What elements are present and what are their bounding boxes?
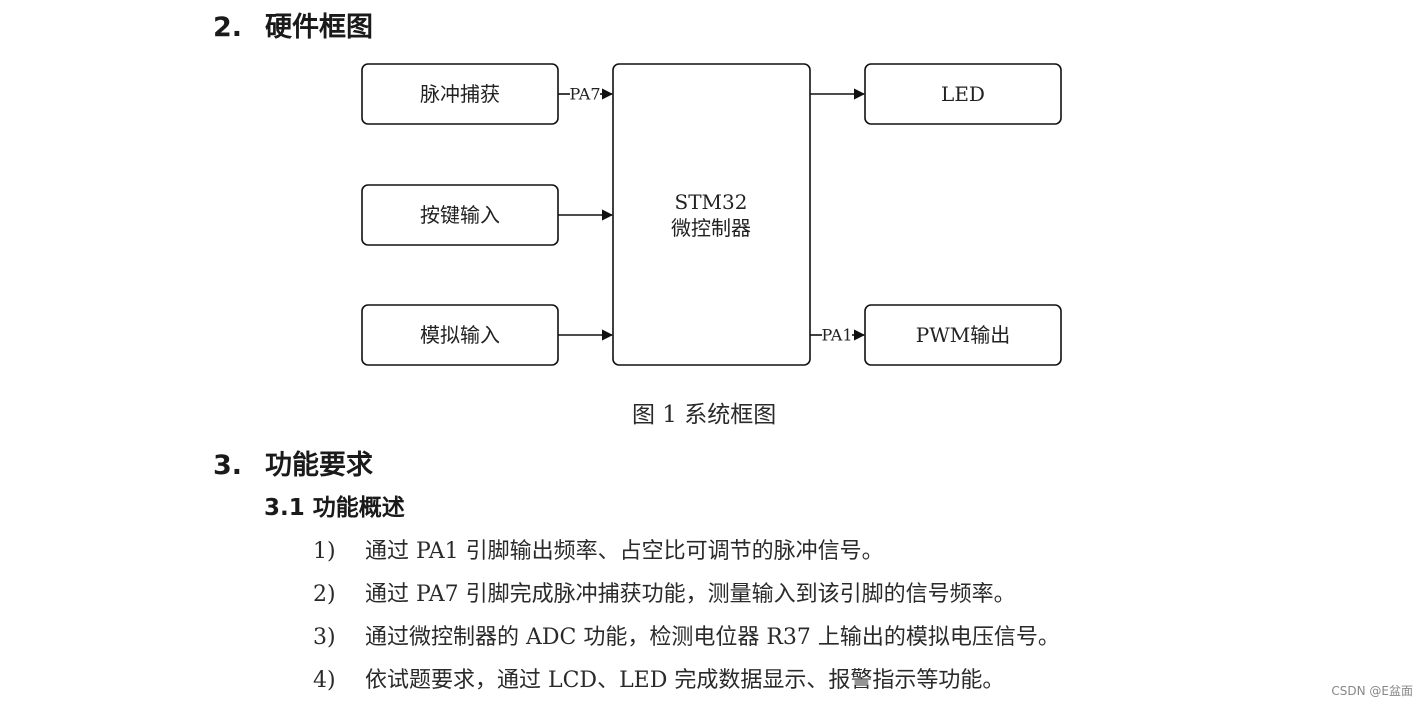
section-3-title: 功能要求 <box>265 450 373 481</box>
list-item-index: 2) <box>313 582 336 607</box>
subsection-title: 功能概述 <box>312 495 405 521</box>
list-item-text: 通过 PA7 引脚完成脉冲捕获功能，测量输入到该引脚的信号频率。 <box>365 582 1016 607</box>
figure-caption: 图 1 系统框图 <box>632 402 777 428</box>
led-label: LED <box>941 82 985 106</box>
list-item: 4) 依试题要求，通过 LCD、LED 完成数据显示、报警指示等功能。 <box>313 667 1004 695</box>
list-item-text: 依试题要求，通过 LCD、LED 完成数据显示、报警指示等功能。 <box>365 668 1005 693</box>
mcu-label-line2: 微控制器 <box>671 216 751 240</box>
watermark: CSDN @E盆面 <box>1331 684 1413 698</box>
pulse-capture-label: 脉冲捕获 <box>420 82 500 106</box>
pa1-pin-label: PA1 <box>821 326 852 345</box>
mcu-block <box>612 63 811 366</box>
section-2-title: 硬件框图 <box>265 12 373 43</box>
section-3-number: 3. <box>213 450 243 481</box>
list-item-index: 3) <box>313 625 336 650</box>
list-item-index: 4) <box>313 668 336 693</box>
pwm-output-label: PWM输出 <box>916 323 1011 347</box>
list-item: 3) 通过微控制器的 ADC 功能，检测电位器 R37 上输出的模拟电压信号。 <box>313 624 1060 652</box>
hardware-block-diagram: 脉冲捕获 按键输入 模拟输入 STM32 微控制器 LED PWM输出 PA7 … <box>361 63 1062 366</box>
section-3-heading: 3. 功能要求 <box>213 450 373 482</box>
list-item-index: 1) <box>313 539 336 564</box>
key-input-label: 按键输入 <box>420 203 500 227</box>
subsection-number: 3.1 <box>264 495 305 521</box>
analog-input-label: 模拟输入 <box>420 323 500 347</box>
list-item-text: 通过微控制器的 ADC 功能，检测电位器 R37 上输出的模拟电压信号。 <box>365 625 1060 650</box>
section-2-number: 2. <box>213 12 243 43</box>
list-item-text: 通过 PA1 引脚输出频率、占空比可调节的脉冲信号。 <box>365 539 884 564</box>
section-2-heading: 2. 硬件框图 <box>213 12 373 44</box>
list-item: 2) 通过 PA7 引脚完成脉冲捕获功能，测量输入到该引脚的信号频率。 <box>313 581 1016 609</box>
subsection-3-1-heading: 3.1 功能概述 <box>264 494 405 522</box>
list-item: 1) 通过 PA1 引脚输出频率、占空比可调节的脉冲信号。 <box>313 538 884 566</box>
pa7-pin-label: PA7 <box>569 85 600 104</box>
mcu-label-line1: STM32 <box>675 190 748 214</box>
